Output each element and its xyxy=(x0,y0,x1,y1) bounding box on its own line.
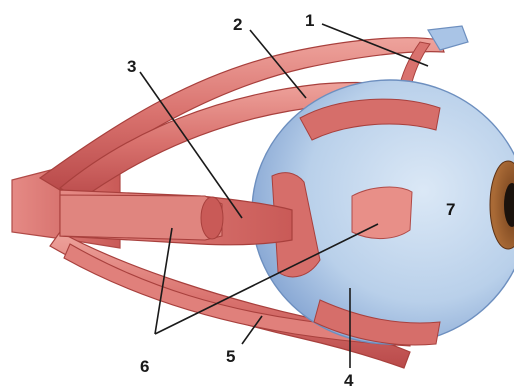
label-3: 3 xyxy=(127,57,136,76)
label-7: 7 xyxy=(446,200,455,219)
label-2: 2 xyxy=(233,15,242,34)
medial-rectus-muscle xyxy=(60,195,222,240)
medial-insertion-pad xyxy=(352,187,412,239)
label-5: 5 xyxy=(226,347,235,366)
label-6: 6 xyxy=(140,357,149,376)
label-4: 4 xyxy=(344,371,354,389)
label-1: 1 xyxy=(305,11,314,30)
medial-rectus-cut-end xyxy=(201,197,223,239)
